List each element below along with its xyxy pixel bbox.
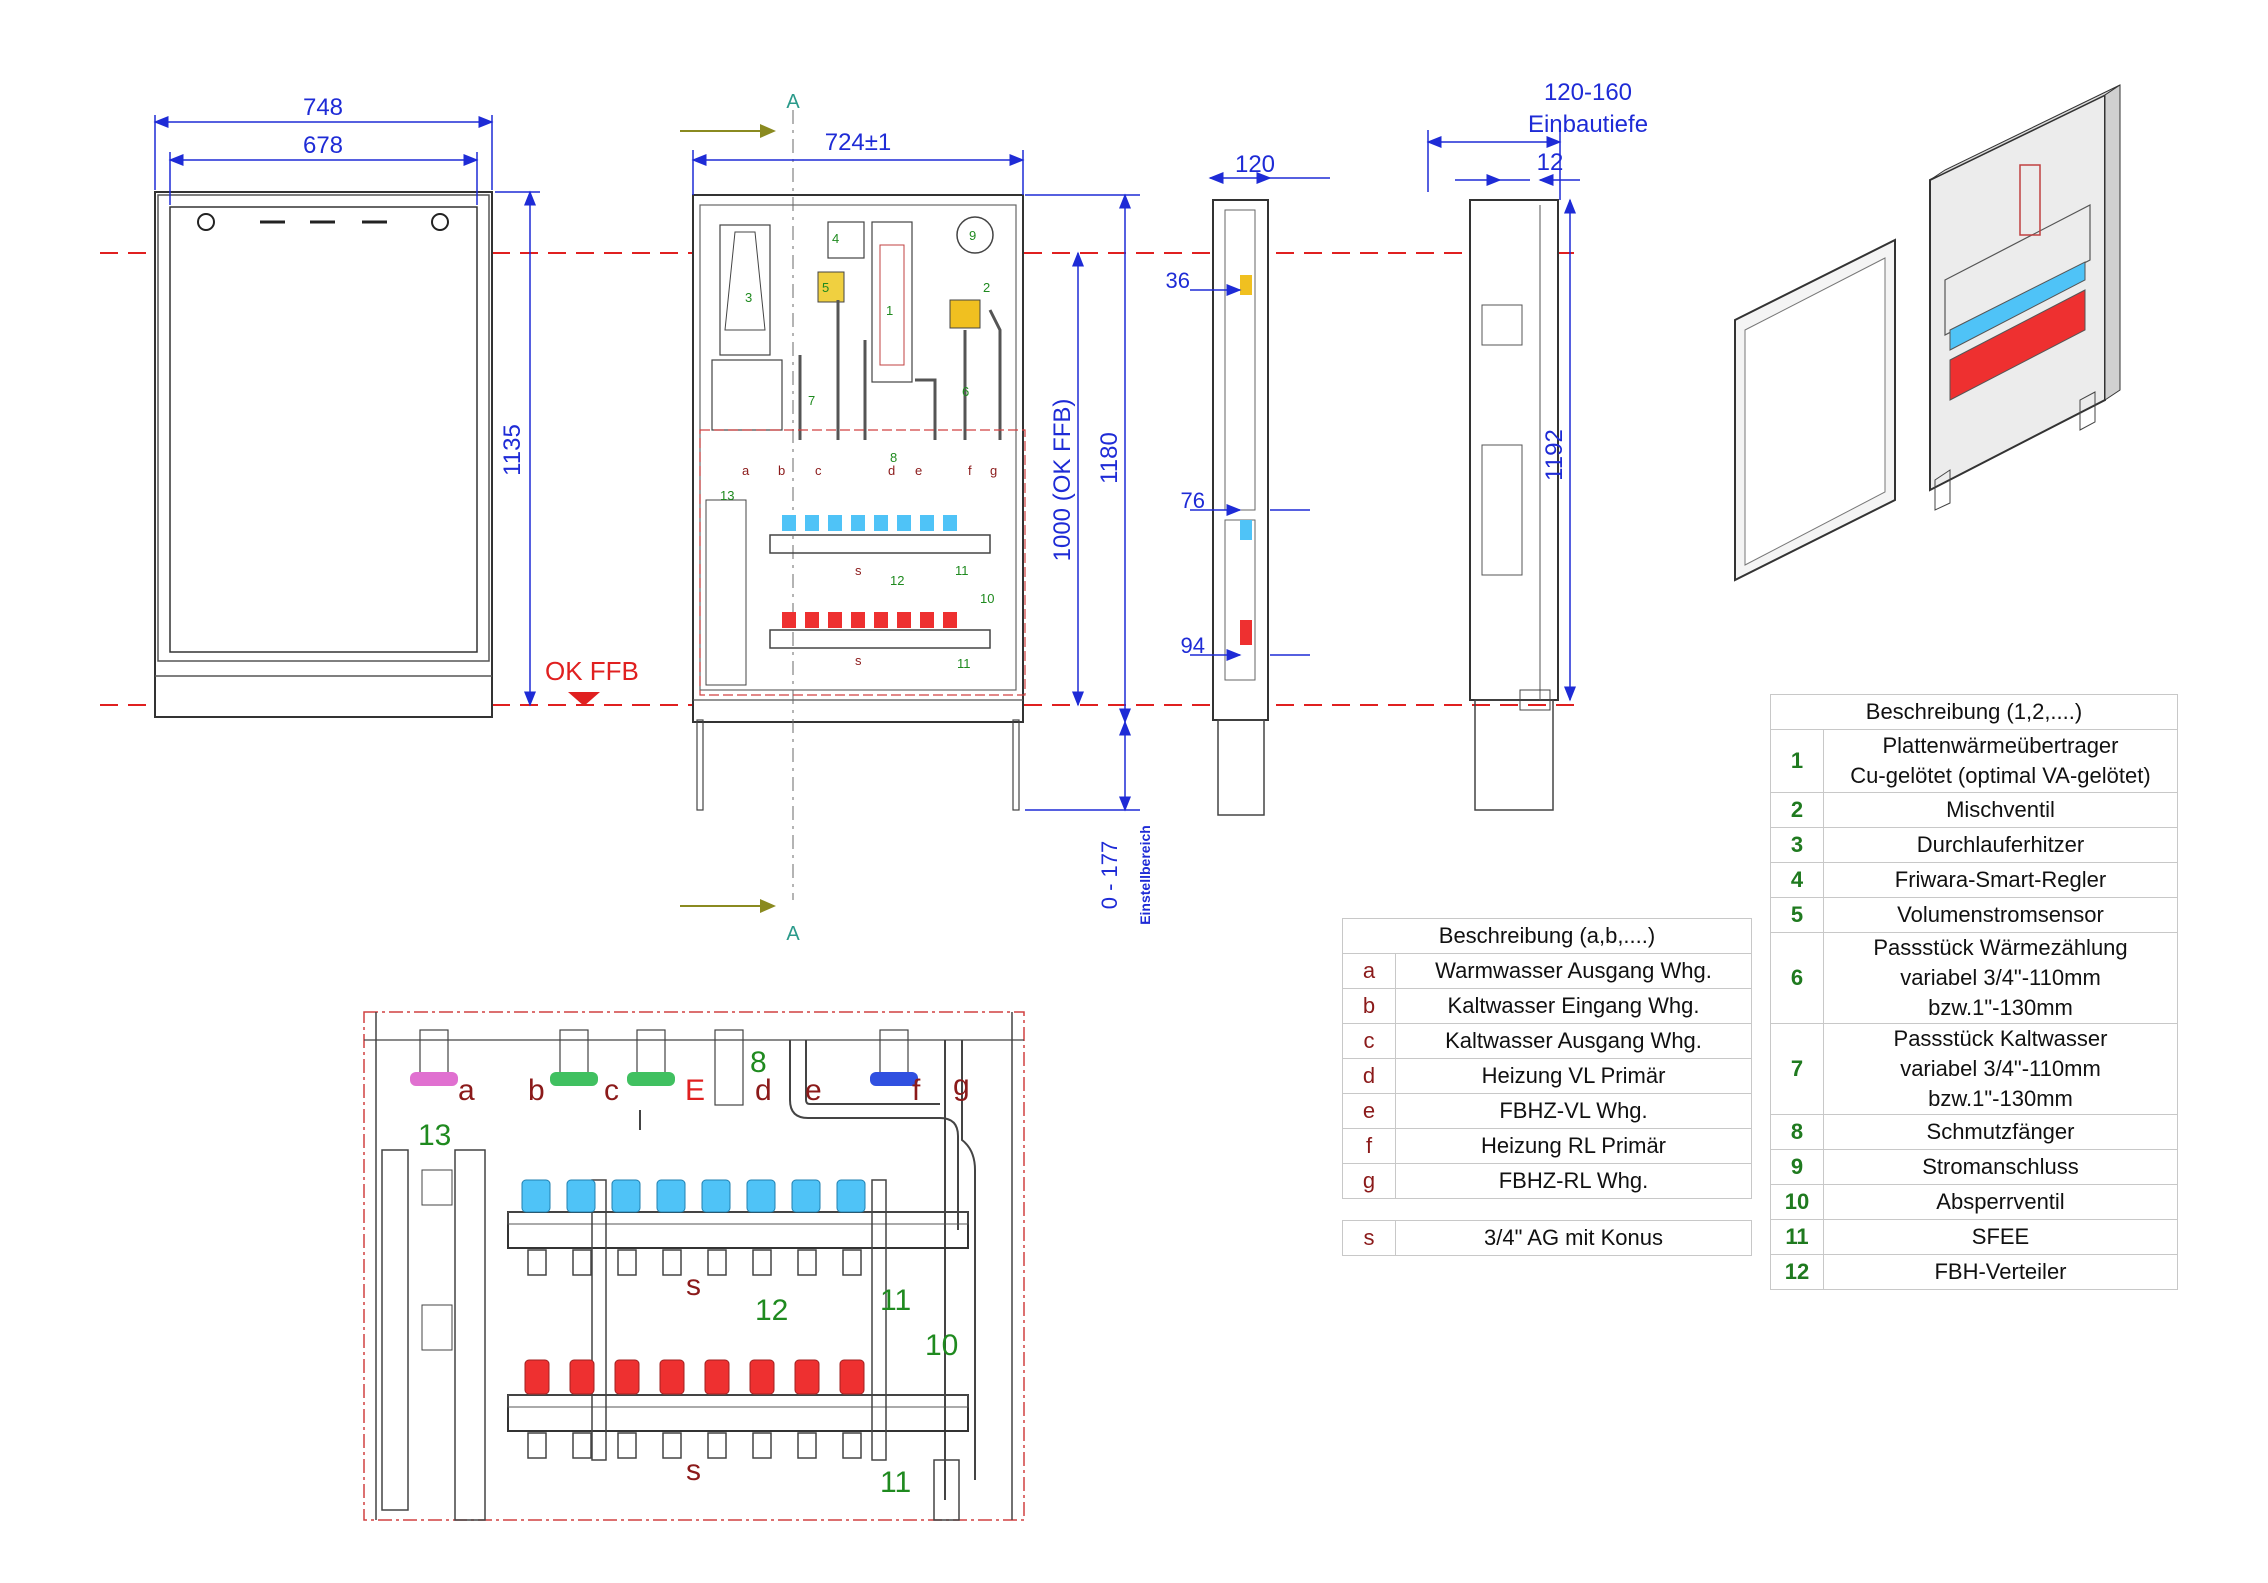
detail-label-10: 10 [925, 1329, 958, 1362]
detail-label-s1: s [686, 1269, 701, 1302]
inside-label-12: 12 [890, 573, 904, 588]
front-dimensions [153, 115, 540, 707]
inside-dimensions [691, 150, 1140, 812]
detail-label-13: 13 [418, 1119, 451, 1152]
dim-side-36: 36 [1166, 268, 1190, 293]
detail-label-d: d [755, 1074, 772, 1107]
detail-label-a: a [458, 1074, 475, 1107]
dim-adjust-range: 0 - 177 [1097, 841, 1122, 910]
inside-label-g: g [990, 463, 997, 478]
legend-letters-title: Beschreibung (a,b,....) [1342, 918, 1752, 954]
dim-side-width: 120 [1235, 151, 1275, 178]
isometric-view [1734, 84, 2121, 582]
detail-label-11a: 11 [880, 1284, 911, 1317]
detail-label-e-mark: E [685, 1074, 705, 1107]
inside-label-7: 7 [808, 393, 815, 408]
inside-label-11a: 11 [955, 563, 969, 578]
inside-label-s2: s [855, 653, 862, 668]
detail-label-c: c [604, 1074, 619, 1107]
inside-label-13: 13 [720, 488, 734, 503]
dim-front-height: 1135 [499, 424, 526, 476]
inside-label-10: 10 [980, 591, 994, 606]
dim-front-inner-width: 678 [303, 132, 343, 159]
detail-label-12: 12 [755, 1294, 788, 1327]
back-dimensions [1426, 130, 1580, 702]
floor-marker-icon [568, 692, 600, 706]
detail-label-s2: s [686, 1454, 701, 1487]
dim-ok-ffb-height: 1000 (OK FFB) [1049, 399, 1076, 562]
inside-label-s1: s [855, 563, 862, 578]
inside-label-b: b [778, 463, 785, 478]
legend-numbers-title: Beschreibung (1,2,....) [1770, 694, 2178, 730]
dim-front-outer-width: 748 [303, 94, 343, 121]
dim-depth-12: 12 [1537, 149, 1564, 176]
detail-supply-caps [521, 1179, 866, 1213]
inside-label-8: 8 [890, 450, 897, 465]
dim-adjust-label: Einstellbereich [1137, 825, 1153, 925]
dim-inside-height: 1180 [1096, 432, 1123, 484]
detail-return-caps [524, 1359, 865, 1395]
inside-label-3: 3 [745, 290, 752, 305]
detail-label-b: b [528, 1074, 545, 1107]
dim-depth-label: Einbautiefe [1528, 111, 1648, 138]
section-marker-top: A [786, 91, 800, 113]
inside-label-5: 5 [822, 280, 829, 295]
inside-label-c: c [815, 463, 822, 478]
dim-back-height: 1192 [1541, 429, 1568, 481]
inside-label-a: a [742, 463, 750, 478]
inside-label-e: e [915, 463, 922, 478]
inside-label-2: 2 [983, 280, 990, 295]
detail-label-f: f [912, 1074, 921, 1107]
inside-label-6: 6 [962, 384, 969, 399]
dim-depth: 120-160 [1544, 79, 1632, 106]
detail-label-11b: 11 [880, 1466, 911, 1499]
side-view [1212, 199, 1269, 816]
dim-side-94: 94 [1181, 633, 1205, 658]
inside-label-1: 1 [886, 303, 893, 318]
side-dimensions [1190, 172, 1330, 661]
detail-view [363, 1011, 1025, 1521]
detail-label-g: g [953, 1069, 970, 1102]
detail-label-8: 8 [750, 1046, 767, 1079]
dim-side-76: 76 [1181, 488, 1205, 513]
inside-label-d: d [888, 463, 895, 478]
inside-supply-caps [782, 515, 957, 531]
inside-label-11b: 11 [957, 656, 971, 671]
detail-label-e: e [805, 1074, 822, 1107]
back-view [1469, 199, 1559, 811]
inside-view [680, 110, 1026, 913]
floor-label: OK FFB [545, 656, 639, 686]
inside-label-9: 9 [969, 228, 976, 243]
inside-return-caps [782, 612, 957, 628]
inside-label-f: f [968, 463, 972, 478]
section-marker-bottom: A [786, 923, 800, 945]
inside-label-4: 4 [832, 231, 839, 246]
front-view [154, 191, 493, 718]
dim-inside-width: 724±1 [825, 129, 892, 156]
